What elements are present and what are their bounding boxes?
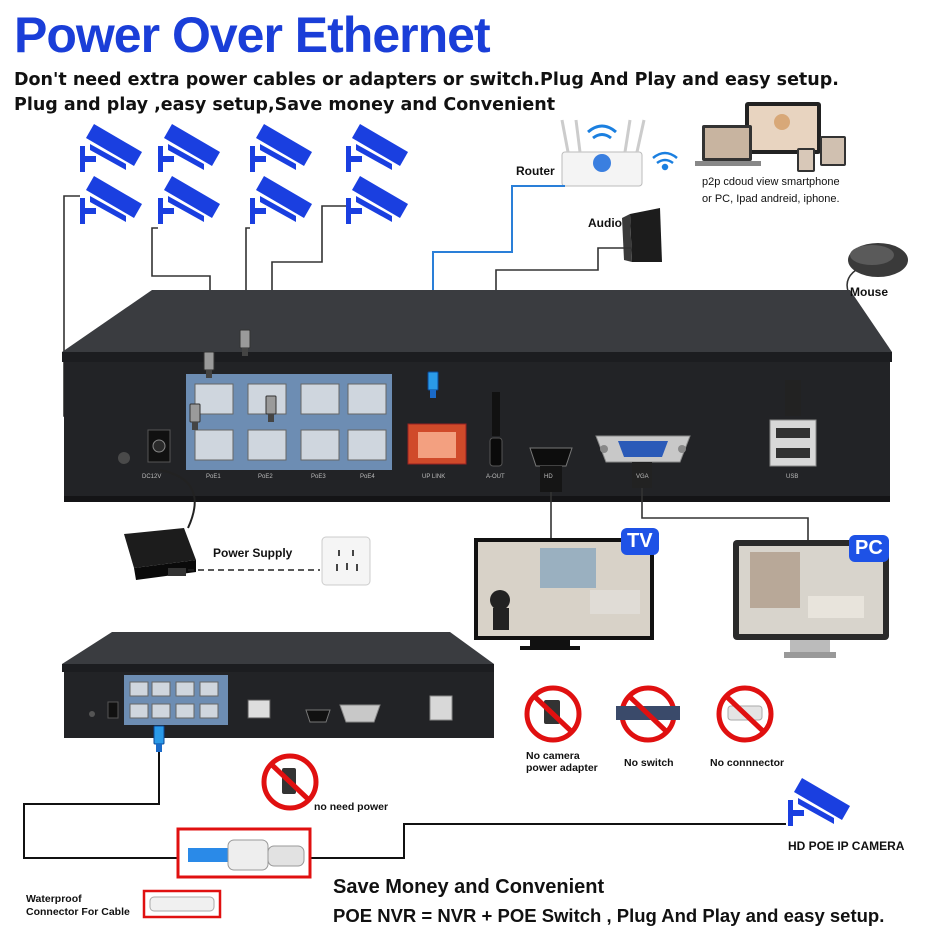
rj45-plug-bottom <box>153 725 165 753</box>
usb-ports-bottom <box>429 695 453 721</box>
ground-screw <box>118 452 130 464</box>
no-adapter-label-line-2: power adapter <box>526 762 598 774</box>
wifi-icon <box>652 151 678 171</box>
ip-camera-icon-4 <box>346 124 408 172</box>
poe4-port-label: PoE4 <box>360 474 375 480</box>
uplink-port-inner <box>418 432 456 458</box>
ip-camera-icon-8 <box>346 176 408 224</box>
router-label: Router <box>516 164 555 178</box>
vga-port-inner <box>618 441 668 457</box>
hd-poe-ip-camera-icon <box>788 778 850 826</box>
no-connector-label: No connnector <box>710 757 785 769</box>
ip-camera-icon-6 <box>158 176 220 224</box>
p2p-label: p2p cdoud view smartphone or PC, Ipad an… <box>702 174 840 208</box>
poe-ports <box>194 383 387 461</box>
p2p-devices-icon <box>695 102 846 172</box>
aout-jack <box>489 437 503 467</box>
hd-poe-camera-label: HD POE IP CAMERA <box>788 839 905 853</box>
p2p-label-line-2: or PC, Ipad andreid, iphone. <box>702 193 840 205</box>
poe1-port-label: PoE1 <box>206 474 221 480</box>
ip-camera-icon-3 <box>250 124 312 172</box>
wall-socket-icon <box>321 536 371 586</box>
usb-port-label: USB <box>786 474 799 480</box>
waterproof-label: Waterproof Connector For Cable <box>26 893 130 919</box>
ip-camera-icon-1 <box>80 124 142 172</box>
poe2-port-label: PoE2 <box>258 474 273 480</box>
no-adapter-label: No camera power adapter <box>526 750 598 774</box>
tv-tag: TV <box>621 528 659 555</box>
tv-icon <box>474 538 654 650</box>
audio-label: Audio <box>588 216 622 230</box>
hdmi-port <box>529 447 573 467</box>
dc-port-label: DC12V <box>142 474 162 480</box>
hdmi-port-label: HD <box>544 474 553 480</box>
hdmi-plug-icon <box>540 466 562 492</box>
subtitle-line-1: Don't need extra power cables or adapter… <box>14 70 839 90</box>
no-need-power-label: no need power <box>314 801 389 813</box>
dc-cable <box>159 469 196 529</box>
ip-camera-icon-2 <box>158 124 220 172</box>
uplink-port-label: UP LINK <box>422 474 446 480</box>
vga-plug-icon <box>632 462 652 488</box>
no-switch-label: No switch <box>624 757 674 769</box>
camera-cable-bottom <box>310 823 786 859</box>
pc-monitor-icon <box>733 540 889 658</box>
power-supply-label: Power Supply <box>213 546 293 560</box>
router-icon <box>560 119 646 187</box>
vga-port-label: VGA <box>636 474 649 480</box>
waterproof-label-line-2: Connector For Cable <box>26 906 130 918</box>
aout-port-label: A-OUT <box>486 474 505 480</box>
bottom-equation: POE NVR = NVR + POE Switch , Plug And Pl… <box>333 905 885 926</box>
usb-ports <box>769 419 817 467</box>
usb-plug-icon <box>785 380 801 416</box>
waterproof-connector-frame <box>176 827 312 879</box>
mouse-label: Mouse <box>850 285 889 299</box>
waterproof-label-line-1: Waterproof <box>26 893 82 905</box>
poe3-port-label: PoE3 <box>311 474 326 480</box>
bottom-headline: Save Money and Convenient <box>333 876 605 898</box>
small-connector-icon <box>149 896 215 912</box>
no-power-sign <box>261 753 319 811</box>
audio-plug-icon <box>492 392 500 436</box>
no-connector-sign <box>716 685 774 743</box>
small-connector-frame <box>142 889 222 919</box>
poe-ports-bottom <box>129 681 219 719</box>
nvr-bottom-unit <box>62 632 494 738</box>
pc-tag: PC <box>849 535 889 562</box>
no-switch-sign <box>616 685 680 743</box>
vga-port-bottom <box>339 704 381 723</box>
nvr-front-unit <box>62 290 892 502</box>
power-adapter-icon <box>124 528 196 580</box>
subtitle-line-2: Plug and play ,easy setup,Save money and… <box>14 95 556 115</box>
p2p-label-line-1: p2p cdoud view smartphone <box>702 176 840 188</box>
hdmi-port-bottom <box>305 709 331 723</box>
uplink-port-bottom <box>247 699 271 719</box>
no-adapter-label-line-1: No camera <box>526 750 580 762</box>
mouse-icon <box>846 243 908 297</box>
no-adapter-sign <box>524 685 582 743</box>
waterproof-connector-icon <box>188 839 305 871</box>
poe-loop-cable <box>23 752 178 859</box>
dc-jack-bottom <box>107 701 119 719</box>
page-title: Power Over Ethernet <box>14 7 491 63</box>
audio-speaker-icon <box>622 208 662 262</box>
ip-camera-icon-7 <box>250 176 312 224</box>
vga-cable <box>641 488 809 540</box>
ip-camera-icon-5 <box>80 176 142 224</box>
